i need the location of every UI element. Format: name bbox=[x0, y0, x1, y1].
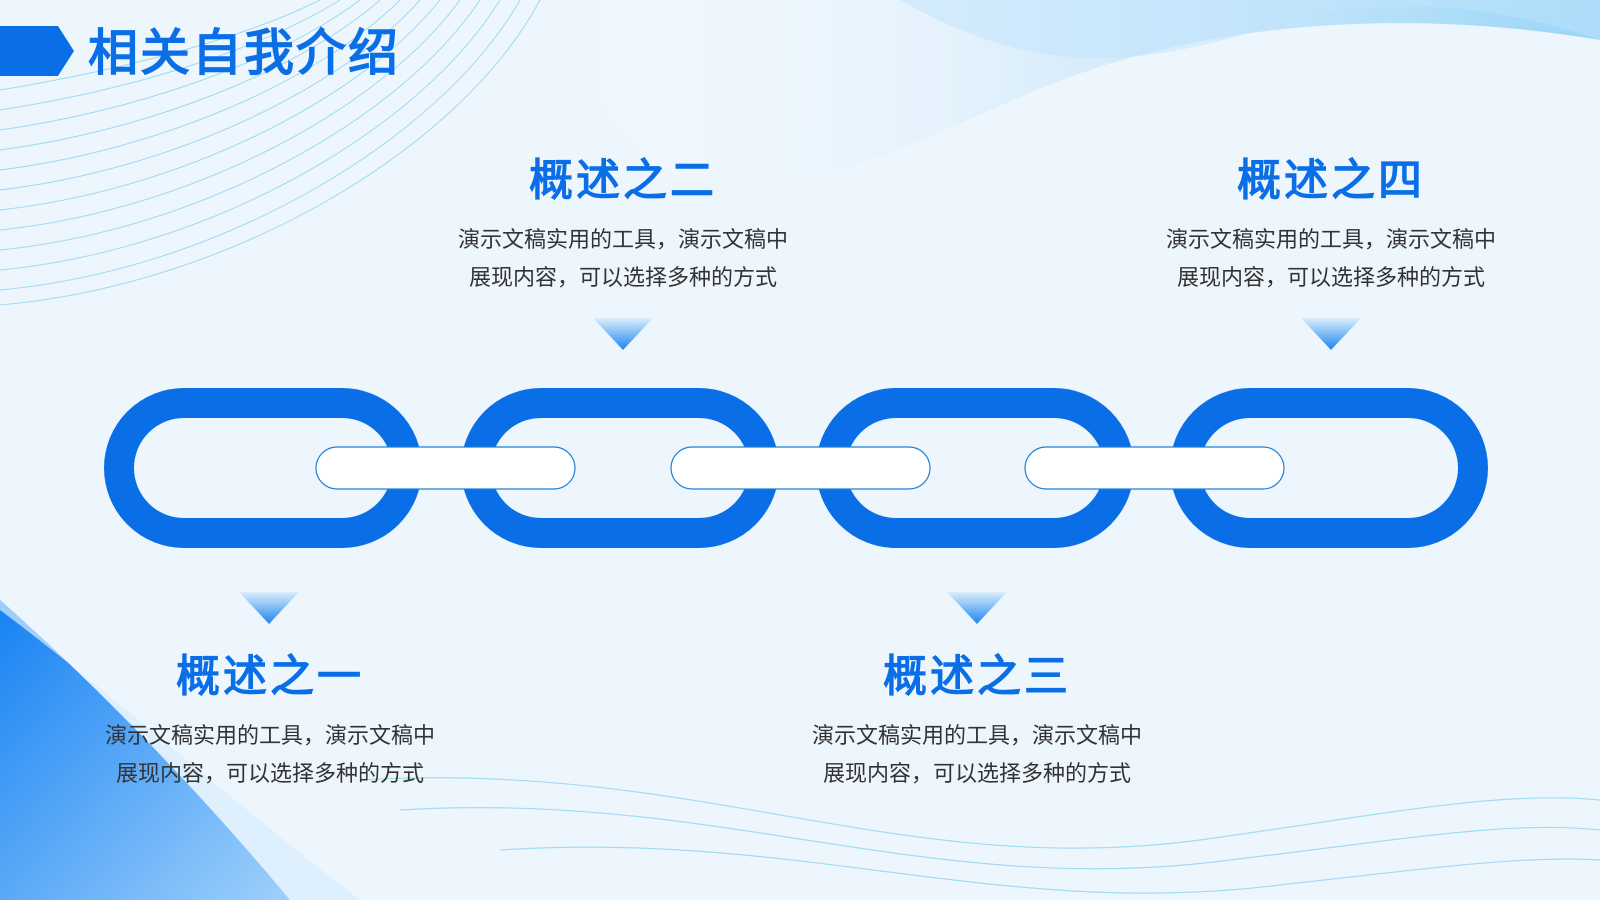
overview-item-4: 概述之四 演示文稿实用的工具，演示文稿中 展现内容，可以选择多种的方式 bbox=[1131, 150, 1531, 298]
header-arrow-icon bbox=[0, 26, 74, 76]
chain-connector-1 bbox=[315, 446, 576, 490]
pointer-down-icon bbox=[947, 592, 1007, 624]
overview-description: 演示文稿实用的工具，演示文稿中 展现内容，可以选择多种的方式 bbox=[104, 724, 435, 787]
overview-item-2: 概述之二 演示文稿实用的工具，演示文稿中 展现内容，可以选择多种的方式 bbox=[423, 150, 823, 298]
overview-description: 演示文稿实用的工具，演示文稿中 展现内容，可以选择多种的方式 bbox=[811, 724, 1142, 787]
pointer-down-icon bbox=[593, 318, 653, 350]
overview-description: 演示文稿实用的工具，演示文稿中 展现内容，可以选择多种的方式 bbox=[457, 228, 788, 291]
pointer-down-icon bbox=[239, 592, 299, 624]
page-title: 相关自我介绍 bbox=[88, 24, 400, 82]
overview-description: 演示文稿实用的工具，演示文稿中 展现内容，可以选择多种的方式 bbox=[1165, 228, 1496, 291]
overview-title: 概述之四 bbox=[1237, 155, 1425, 206]
overview-item-3: 概述之三 演示文稿实用的工具，演示文稿中 展现内容，可以选择多种的方式 bbox=[777, 646, 1177, 794]
pointer-down-icon bbox=[1301, 318, 1361, 350]
overview-title: 概述之二 bbox=[529, 155, 717, 206]
overview-item-1: 概述之一 演示文稿实用的工具，演示文稿中 展现内容，可以选择多种的方式 bbox=[70, 646, 470, 794]
chain-connector-2 bbox=[670, 446, 931, 490]
overview-title: 概述之一 bbox=[176, 651, 364, 702]
overview-title: 概述之三 bbox=[883, 651, 1071, 702]
chain-connector-3 bbox=[1024, 446, 1285, 490]
